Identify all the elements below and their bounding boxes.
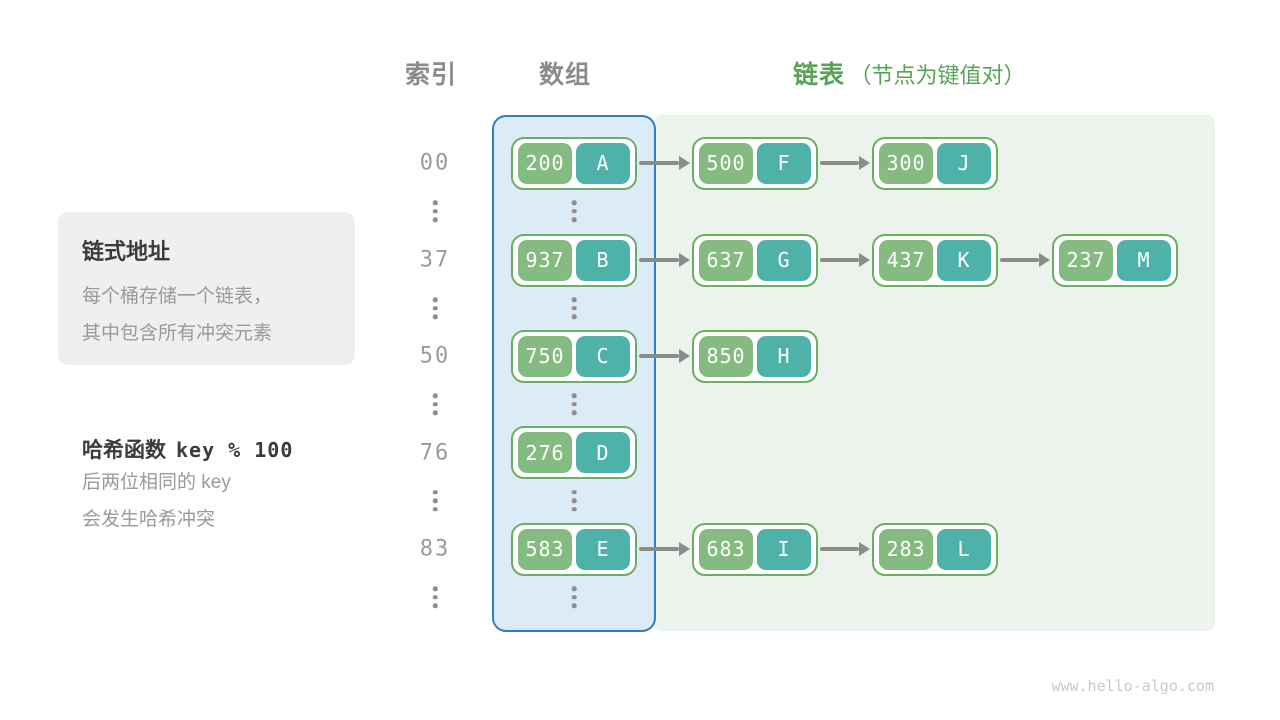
arrow-shaft <box>639 161 679 165</box>
next-pointer-arrow-icon <box>820 252 870 268</box>
node-value: L <box>937 528 991 570</box>
node-value: E <box>576 528 630 570</box>
node-key: 283 <box>879 528 933 570</box>
arrow-shaft <box>639 547 679 551</box>
list-column-header: 链表 （节点为键值对） <box>793 55 1025 91</box>
bucket-index-label: 76 <box>419 440 451 465</box>
hash-function-note: 哈希函数 key % 100 后两位相同的 key 会发生哈希冲突 <box>82 434 293 538</box>
array-column-header: 数组 <box>539 61 592 89</box>
node-key: 750 <box>518 335 572 377</box>
arrow-head <box>679 156 690 170</box>
bucket-index-label: 37 <box>419 247 451 273</box>
node-key: 437 <box>879 239 933 281</box>
bucket-index-label: 50 <box>419 343 451 369</box>
next-pointer-arrow-icon <box>639 541 690 557</box>
arrow-head <box>679 349 690 363</box>
array-ellipsis-icon <box>571 489 577 512</box>
next-pointer-arrow-icon <box>820 541 870 557</box>
node-value: F <box>757 142 811 184</box>
index-ellipsis-icon <box>432 393 438 415</box>
next-pointer-arrow-icon <box>820 155 870 171</box>
index-ellipsis-icon <box>432 200 438 222</box>
arrow-shaft <box>1000 258 1039 262</box>
node-value: G <box>757 239 811 281</box>
arrow-head <box>859 542 870 556</box>
info-box-line: 其中包含所有冲突元素 <box>82 323 273 344</box>
node-value: H <box>757 335 811 377</box>
hash-function-title: 哈希函数 key % 100 <box>82 434 293 464</box>
next-pointer-arrow-icon <box>639 155 690 171</box>
arrow-shaft <box>820 547 859 551</box>
arrow-shaft <box>639 258 679 262</box>
array-ellipsis-icon <box>571 297 577 319</box>
arrow-shaft <box>820 161 859 165</box>
arrow-shaft <box>639 354 679 358</box>
node-value: A <box>576 142 630 184</box>
arrow-shaft <box>820 258 859 262</box>
array-ellipsis-icon <box>571 586 577 608</box>
node-key: 683 <box>699 528 753 570</box>
next-pointer-arrow-icon <box>639 252 690 268</box>
hash-note-line: 后两位相同的 key <box>82 472 231 493</box>
watermark: www.hello-algo.com <box>1051 677 1214 695</box>
node-value: C <box>576 335 630 377</box>
arrow-head <box>859 253 870 267</box>
node-value: B <box>576 239 630 281</box>
node-value: K <box>937 239 991 281</box>
info-box-line: 每个桶存储一个链表， <box>82 286 273 307</box>
chaining-info-box: 链式地址 每个桶存储一个链表， 其中包含所有冲突元素 <box>58 212 355 365</box>
bucket-index-label: 00 <box>419 150 451 176</box>
arrow-head <box>679 253 690 267</box>
array-ellipsis-icon <box>571 393 577 415</box>
node-key: 637 <box>699 239 753 281</box>
array-ellipsis-icon <box>571 200 577 222</box>
index-ellipsis-icon <box>432 489 438 512</box>
node-value: J <box>937 142 991 184</box>
hash-function-formula: key % 100 <box>176 438 294 462</box>
node-key: 583 <box>518 528 572 570</box>
list-header-note: （节点为键值对） <box>849 63 1026 88</box>
node-key: 937 <box>518 239 572 281</box>
hash-function-label: 哈希函数 <box>82 439 166 462</box>
arrow-head <box>1039 253 1050 267</box>
node-key: 850 <box>699 335 753 377</box>
node-key: 276 <box>518 432 572 473</box>
index-ellipsis-icon <box>432 586 438 608</box>
node-key: 300 <box>879 142 933 184</box>
node-key: 500 <box>699 142 753 184</box>
index-ellipsis-icon <box>432 297 438 319</box>
hash-note-line: 会发生哈希冲突 <box>82 509 216 530</box>
list-header-label: 链表 <box>793 61 846 89</box>
info-box-title: 链式地址 <box>82 239 171 264</box>
node-value: D <box>576 432 630 473</box>
arrow-head <box>679 542 690 556</box>
next-pointer-arrow-icon <box>639 348 690 364</box>
index-column-header: 索引 <box>405 61 458 89</box>
node-value: M <box>1117 239 1171 281</box>
bucket-index-label: 83 <box>419 536 451 562</box>
node-key: 237 <box>1059 239 1113 281</box>
arrow-head <box>859 156 870 170</box>
node-key: 200 <box>518 142 572 184</box>
next-pointer-arrow-icon <box>1000 252 1050 268</box>
node-value: I <box>757 528 811 570</box>
